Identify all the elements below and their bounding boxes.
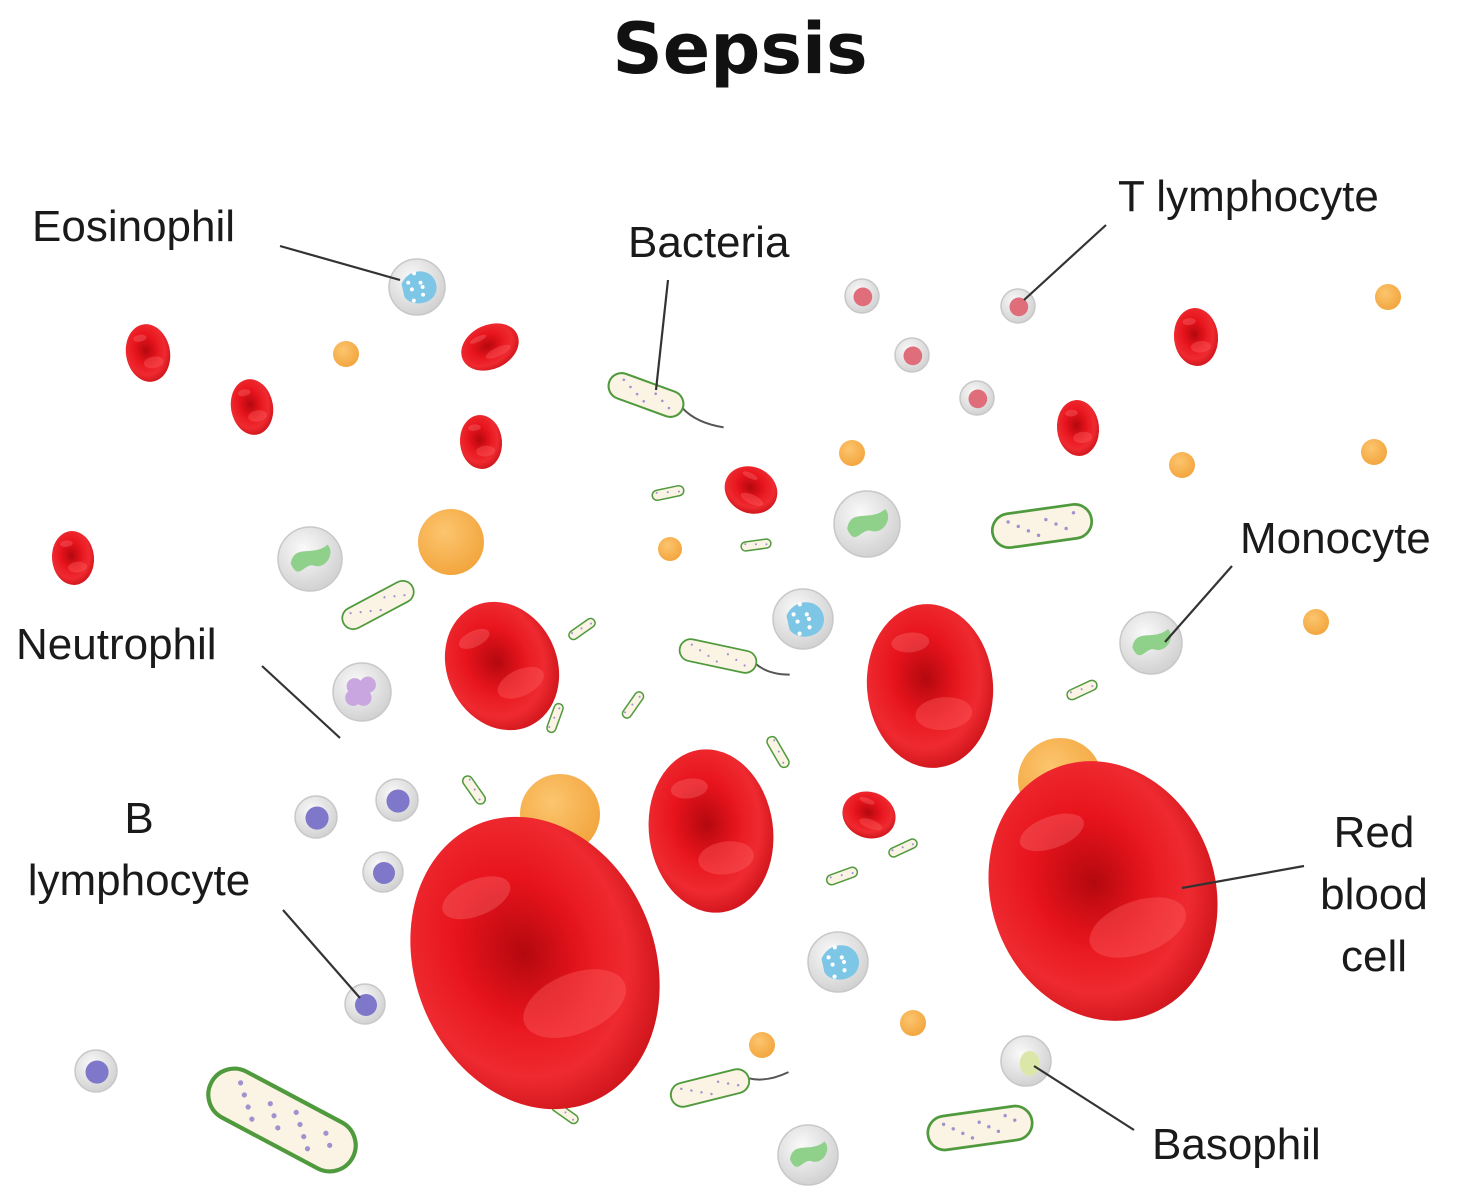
platelet	[1361, 439, 1387, 465]
bacterium	[669, 1068, 789, 1108]
leader-eosinophil	[279, 244, 401, 282]
red-blood-cell	[988, 761, 1218, 1021]
label-basophil: Basophil	[1152, 1120, 1321, 1169]
label-red-blood-cell-line-2: blood	[1320, 870, 1428, 919]
label-b-lymphocyte: B lymphocyte	[8, 788, 270, 912]
eosinophil-cell	[772, 588, 834, 650]
platelet	[418, 509, 484, 575]
bacterium-small	[651, 484, 685, 502]
bacterium-small	[546, 702, 564, 734]
bacterium-small	[740, 538, 772, 552]
bacterium-small	[1066, 679, 1098, 701]
red-blood-cell	[125, 324, 171, 382]
leader-bacteria	[654, 279, 670, 391]
label-b-lymphocyte-line-1: B	[124, 794, 154, 843]
b-lymphocyte-cell	[74, 1049, 118, 1093]
b-lymphocyte-cell	[294, 795, 338, 839]
t-lymphocyte-cell	[894, 337, 930, 373]
leader-monocyte	[1164, 565, 1233, 643]
label-monocyte: Monocyte	[1240, 514, 1431, 563]
platelet	[658, 537, 682, 561]
bacterium	[607, 372, 724, 429]
monocyte-cell	[777, 1124, 839, 1186]
bacterium	[341, 579, 415, 631]
monocyte-cell	[833, 490, 901, 558]
leader-basophil	[1033, 1065, 1135, 1131]
bacterium-small	[568, 617, 596, 641]
red-blood-cell	[410, 816, 660, 1110]
leader-red-blood-cell	[1181, 864, 1305, 890]
monocyte-cell	[277, 526, 343, 592]
bacterium	[678, 638, 790, 676]
b-lymphocyte-cell	[362, 851, 404, 893]
bacterium-small	[621, 691, 645, 719]
bacterium	[206, 1066, 358, 1174]
red-blood-cell	[1056, 400, 1100, 456]
neutrophil-cell	[332, 662, 392, 722]
red-blood-cell	[461, 323, 519, 371]
t-lymphocyte-cell	[959, 380, 995, 416]
red-blood-cell	[1173, 308, 1219, 366]
red-blood-cell	[866, 604, 994, 768]
bacterium-small	[825, 866, 859, 886]
bacterium-small	[888, 838, 918, 858]
eosinophil-cell	[807, 931, 869, 993]
label-t-lymphocyte: T lymphocyte	[1118, 172, 1379, 221]
red-blood-cell	[842, 791, 896, 839]
monocyte-cell	[1119, 611, 1183, 675]
red-blood-cell	[648, 749, 774, 913]
eosinophil-cell	[388, 258, 446, 316]
bacterium-small	[766, 735, 790, 769]
platelet	[749, 1032, 775, 1058]
red-blood-cell	[51, 531, 95, 585]
platelet	[839, 440, 865, 466]
label-red-blood-cell-line-1: Red	[1333, 808, 1415, 857]
label-red-blood-cell: Red blood cell	[1304, 802, 1444, 988]
red-blood-cell	[459, 415, 503, 469]
platelet	[1375, 284, 1401, 310]
label-neutrophil: Neutrophil	[16, 620, 217, 669]
t-lymphocyte-cell	[844, 278, 880, 314]
bacterium-small	[461, 775, 487, 805]
platelet	[1169, 452, 1195, 478]
red-blood-cell	[724, 466, 778, 514]
label-b-lymphocyte-line-2: lymphocyte	[27, 856, 251, 905]
red-blood-cell	[444, 601, 560, 731]
label-eosinophil: Eosinophil	[32, 202, 236, 251]
b-lymphocyte-cell	[375, 778, 419, 822]
bacterium	[926, 1104, 1034, 1152]
diagram-title: Sepsis	[612, 8, 868, 90]
leader-neutrophil	[261, 665, 341, 739]
platelet	[333, 341, 359, 367]
platelet	[1303, 609, 1329, 635]
basophil-cell	[1000, 1035, 1052, 1087]
leader-t-lymphocyte	[1023, 224, 1107, 301]
leader-b-lymphocyte	[282, 909, 361, 999]
bacterium	[990, 503, 1094, 549]
platelet	[900, 1010, 926, 1036]
label-bacteria: Bacteria	[628, 218, 790, 267]
red-blood-cell	[230, 379, 274, 435]
b-lymphocyte-cell	[344, 983, 386, 1025]
label-red-blood-cell-line-3: cell	[1340, 932, 1408, 981]
